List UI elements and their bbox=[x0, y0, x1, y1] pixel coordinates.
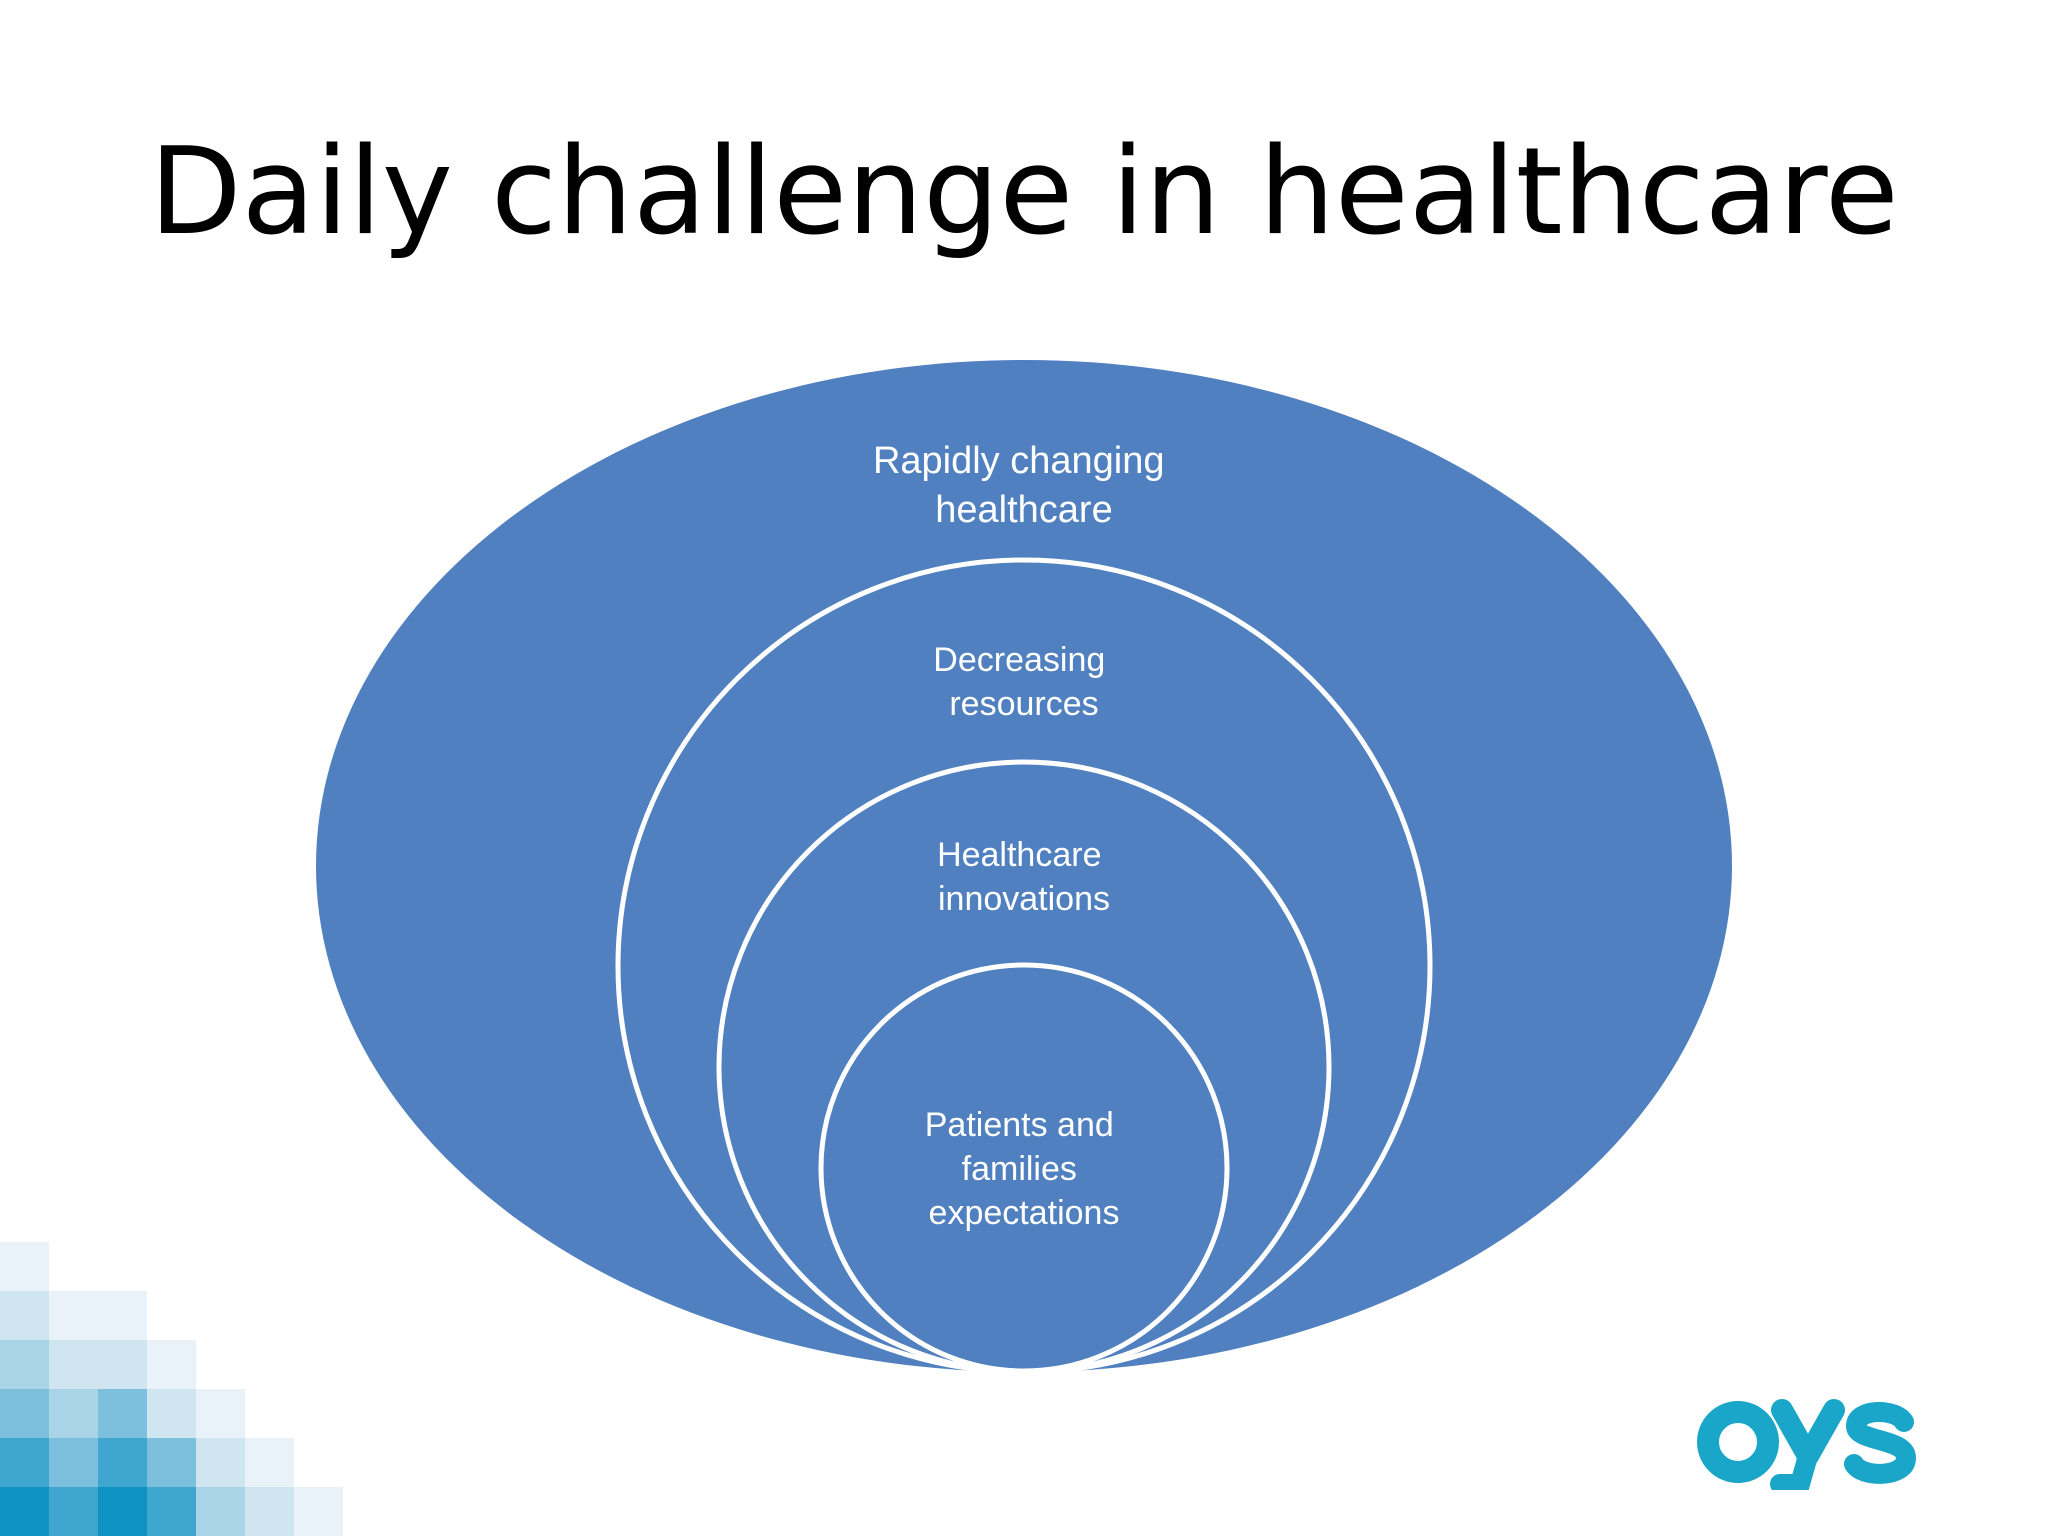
ring-third-label-line: Healthcare bbox=[937, 836, 1101, 874]
ring-second-label-line: resources bbox=[949, 685, 1098, 723]
mosaic-tile bbox=[196, 1487, 245, 1536]
ring-second-label-line: Decreasing bbox=[933, 641, 1105, 679]
ring-outer-label: Rapidly changing healthcare bbox=[873, 440, 1175, 531]
ring-third-label-line: innovations bbox=[938, 880, 1110, 918]
oys-logo-mark bbox=[1697, 1399, 1917, 1494]
ring-inner-label-line: Patients and bbox=[925, 1106, 1114, 1144]
ring-inner bbox=[818, 962, 1230, 1374]
mosaic-tile bbox=[0, 1438, 49, 1487]
ring-outer-label-line: healthcare bbox=[935, 489, 1112, 531]
mosaic-tile bbox=[49, 1340, 98, 1389]
mosaic-tile bbox=[98, 1389, 147, 1438]
mosaic-tile bbox=[49, 1291, 98, 1340]
mosaic-tile bbox=[98, 1291, 147, 1340]
mosaic-tile bbox=[49, 1438, 98, 1487]
ring-inner-label-line: expectations bbox=[929, 1194, 1120, 1232]
mosaic-tile bbox=[98, 1487, 147, 1536]
mosaic-tile bbox=[0, 1291, 49, 1340]
ring-second-label: Decreasing resources bbox=[933, 641, 1114, 723]
mosaic-tile bbox=[49, 1389, 98, 1438]
mosaic-tile bbox=[147, 1438, 196, 1487]
mosaic-tile bbox=[0, 1242, 49, 1291]
ring-outer-label-line: Rapidly changing bbox=[873, 440, 1165, 482]
mosaic-tile bbox=[245, 1438, 294, 1487]
mosaic-tile bbox=[0, 1389, 49, 1438]
mosaic-tile bbox=[147, 1340, 196, 1389]
mosaic-tile bbox=[98, 1438, 147, 1487]
mosaic-decoration bbox=[0, 1242, 343, 1536]
mosaic-tile bbox=[147, 1389, 196, 1438]
ring-inner-label: Patients and families expectations bbox=[925, 1106, 1123, 1232]
oys-logo bbox=[1696, 1380, 1926, 1494]
mosaic-tile bbox=[49, 1487, 98, 1536]
mosaic-tile bbox=[294, 1487, 343, 1536]
slide-title: Daily challenge in healthcare bbox=[149, 123, 1899, 262]
mosaic-tile bbox=[0, 1340, 49, 1389]
ring-third-label: Healthcare innovations bbox=[937, 836, 1111, 918]
mosaic-tile bbox=[245, 1487, 294, 1536]
ring-inner-label-line: families bbox=[962, 1150, 1077, 1188]
mosaic-tile bbox=[147, 1487, 196, 1536]
mosaic-tile bbox=[98, 1340, 147, 1389]
mosaic-tile bbox=[0, 1487, 49, 1536]
mosaic-tile bbox=[196, 1438, 245, 1487]
mosaic-tile bbox=[196, 1389, 245, 1438]
